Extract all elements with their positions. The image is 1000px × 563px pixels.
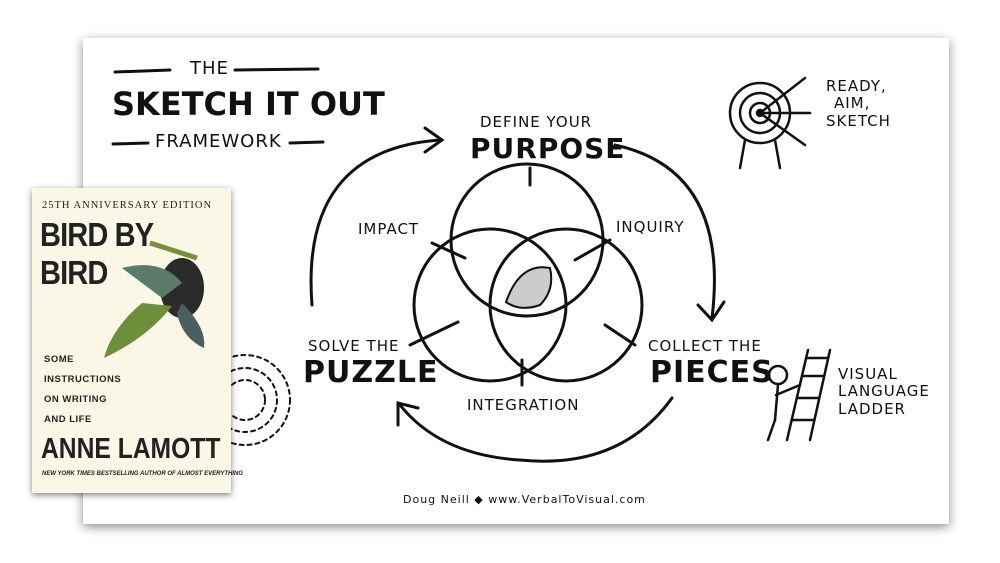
target-label-line: Ready, bbox=[826, 77, 887, 95]
subtitle-line: INSTRUCTIONS bbox=[44, 374, 122, 385]
stage-purpose-small: Define Your bbox=[480, 113, 593, 131]
cycle-arrows bbox=[309, 126, 726, 463]
stage-pieces-small: Collect the bbox=[648, 337, 762, 355]
ladder-label-line: Visual bbox=[838, 365, 898, 383]
ladder-label: Visual Language Ladder bbox=[838, 365, 930, 418]
book-subtitle: SOME INSTRUCTIONS ON WRITING AND LIFE bbox=[44, 350, 121, 430]
venn-label-integration: Integration bbox=[467, 396, 580, 414]
subtitle-line: SOME bbox=[44, 354, 74, 365]
stage-puzzle-small: Solve the bbox=[308, 337, 400, 355]
target-icon bbox=[728, 76, 812, 170]
ladder-label-line: Ladder bbox=[838, 399, 906, 418]
title-line-1: The bbox=[190, 58, 229, 79]
book-edition: 25TH ANNIVERSARY EDITION bbox=[42, 200, 213, 211]
venn-label-impact: Impact bbox=[358, 220, 420, 238]
book-title: BIRD BY BIRD bbox=[40, 216, 154, 291]
magpie-illustration bbox=[104, 240, 205, 358]
stage-puzzle: Puzzle bbox=[303, 355, 439, 390]
stage-purpose: Purpose bbox=[470, 132, 626, 165]
subtitle-line: AND LIFE bbox=[44, 414, 92, 425]
book-cover: 25TH ANNIVERSARY EDITION BIRD BY BIRD SO… bbox=[32, 188, 243, 493]
credit-text: Doug Neill ◆ www.VerbalToVisual.com bbox=[403, 493, 646, 506]
book-tagline: NEW YORK TIMES BESTSELLING AUTHOR OF ALM… bbox=[42, 471, 244, 477]
title-line-3: Framework bbox=[155, 131, 282, 152]
title-line-2: Sketch It Out bbox=[112, 85, 385, 123]
ladder-icon bbox=[766, 348, 832, 442]
book-author: ANNE LAMOTT bbox=[41, 433, 221, 465]
venn-label-inquiry: Inquiry bbox=[616, 218, 685, 236]
venn-diagram bbox=[408, 162, 644, 387]
stage-pieces: Pieces bbox=[650, 355, 774, 390]
title-rules bbox=[111, 67, 325, 146]
target-label-line: Sketch bbox=[826, 111, 891, 130]
target-label-line: Aim, bbox=[834, 94, 871, 113]
subtitle-line: ON WRITING bbox=[44, 394, 108, 405]
ladder-label-line: Language bbox=[838, 382, 930, 401]
target-label: Ready, Aim, Sketch bbox=[826, 77, 891, 130]
